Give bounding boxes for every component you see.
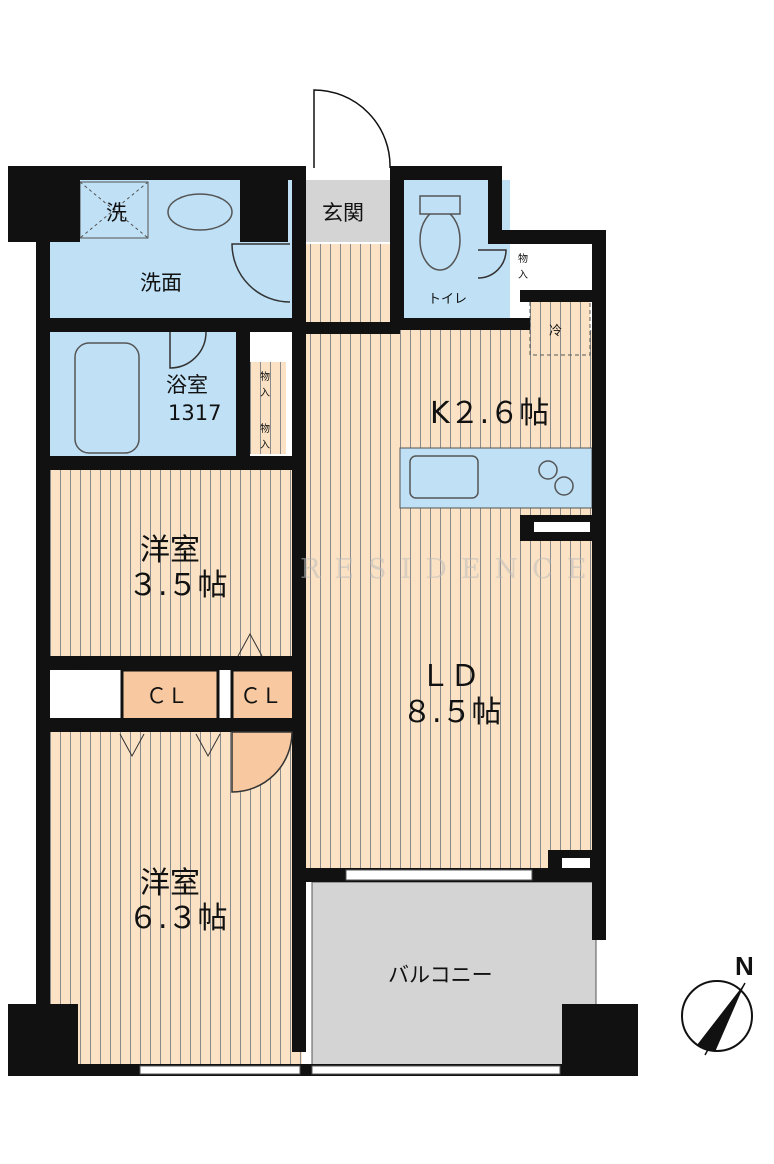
closet-1-label: ＣＬ (146, 684, 188, 708)
window (311, 1065, 561, 1075)
closet-door (237, 632, 263, 657)
toilet-storage-label-1: 物 (518, 252, 528, 265)
washroom-door (231, 243, 291, 303)
balcony-label: バルコニー (388, 963, 493, 987)
toilet-label: トイレ (428, 292, 467, 307)
hallway-floor (298, 244, 398, 324)
stove-burner (554, 476, 574, 496)
wash-room-label: 洗面 (140, 271, 182, 295)
closet-2-label: ＣＬ (240, 684, 282, 708)
compass-needle-icon (697, 983, 745, 1052)
compass-north-label: N (735, 951, 754, 981)
storage-b-label-1: 物 (260, 422, 270, 435)
entrance-door (313, 89, 391, 169)
west-room-2-size: ６.３帖 (128, 901, 228, 936)
ld-name-label: ＬＤ (420, 659, 480, 694)
entrance-label: 玄関 (322, 201, 364, 225)
closet-1-box (120, 668, 220, 722)
closet-door (195, 733, 221, 758)
wall-gap (534, 522, 590, 532)
balcony-floor (311, 881, 597, 1068)
closet-door (119, 733, 145, 758)
shelf-label-bottom: 棚 (72, 721, 82, 734)
closet-2-box (230, 668, 298, 722)
bath-name-label: 浴室 (166, 373, 208, 397)
storage-a-label-2: 入 (260, 388, 270, 399)
fridge-space (529, 299, 591, 356)
geta-label-3: 入 (262, 221, 272, 232)
window (139, 1065, 301, 1075)
toilet-door (477, 249, 507, 279)
storage-a-label-1: 物 (260, 370, 270, 383)
kitchen-label: K２.６帖 (430, 396, 549, 431)
stove-burner (538, 460, 558, 480)
west-room-2-name: 洋室 (140, 866, 200, 901)
washer-label: 洗 (106, 201, 127, 225)
toilet-tank (419, 195, 461, 215)
shelf-label-top: 棚 (72, 657, 82, 670)
bathtub (74, 342, 140, 454)
compass: N (681, 951, 754, 1056)
bathroom-door (169, 331, 207, 369)
wall-gap (562, 858, 590, 868)
toilet-storage-label-2: 入 (518, 270, 528, 281)
kitchen-sink (409, 455, 479, 499)
ld-size-label: ８.５帖 (402, 695, 502, 730)
kitchen-ld-floor (300, 330, 592, 870)
room-2-door (231, 731, 293, 793)
toilet-bowl (419, 209, 461, 271)
west-room-1-size: ３.５帖 (128, 568, 228, 603)
entrance-floor (298, 180, 390, 242)
geta-label-1: 下 (262, 187, 272, 198)
geta-label-2: 足 (262, 203, 272, 215)
west-room-2-floor (45, 732, 302, 1067)
west-room-1-floor (45, 468, 302, 660)
west-room-1-name: 洋室 (140, 533, 200, 568)
fridge-label: 冷 (549, 324, 562, 339)
storage-floor (250, 362, 286, 454)
bath-size-label: 1317 (168, 401, 221, 425)
walls (8, 166, 638, 1076)
watermark: RESIDENCE (300, 554, 601, 585)
window (345, 869, 533, 881)
shelf-niche (50, 686, 106, 706)
storage-b-label-2: 入 (260, 440, 270, 451)
washbasin (167, 193, 233, 231)
